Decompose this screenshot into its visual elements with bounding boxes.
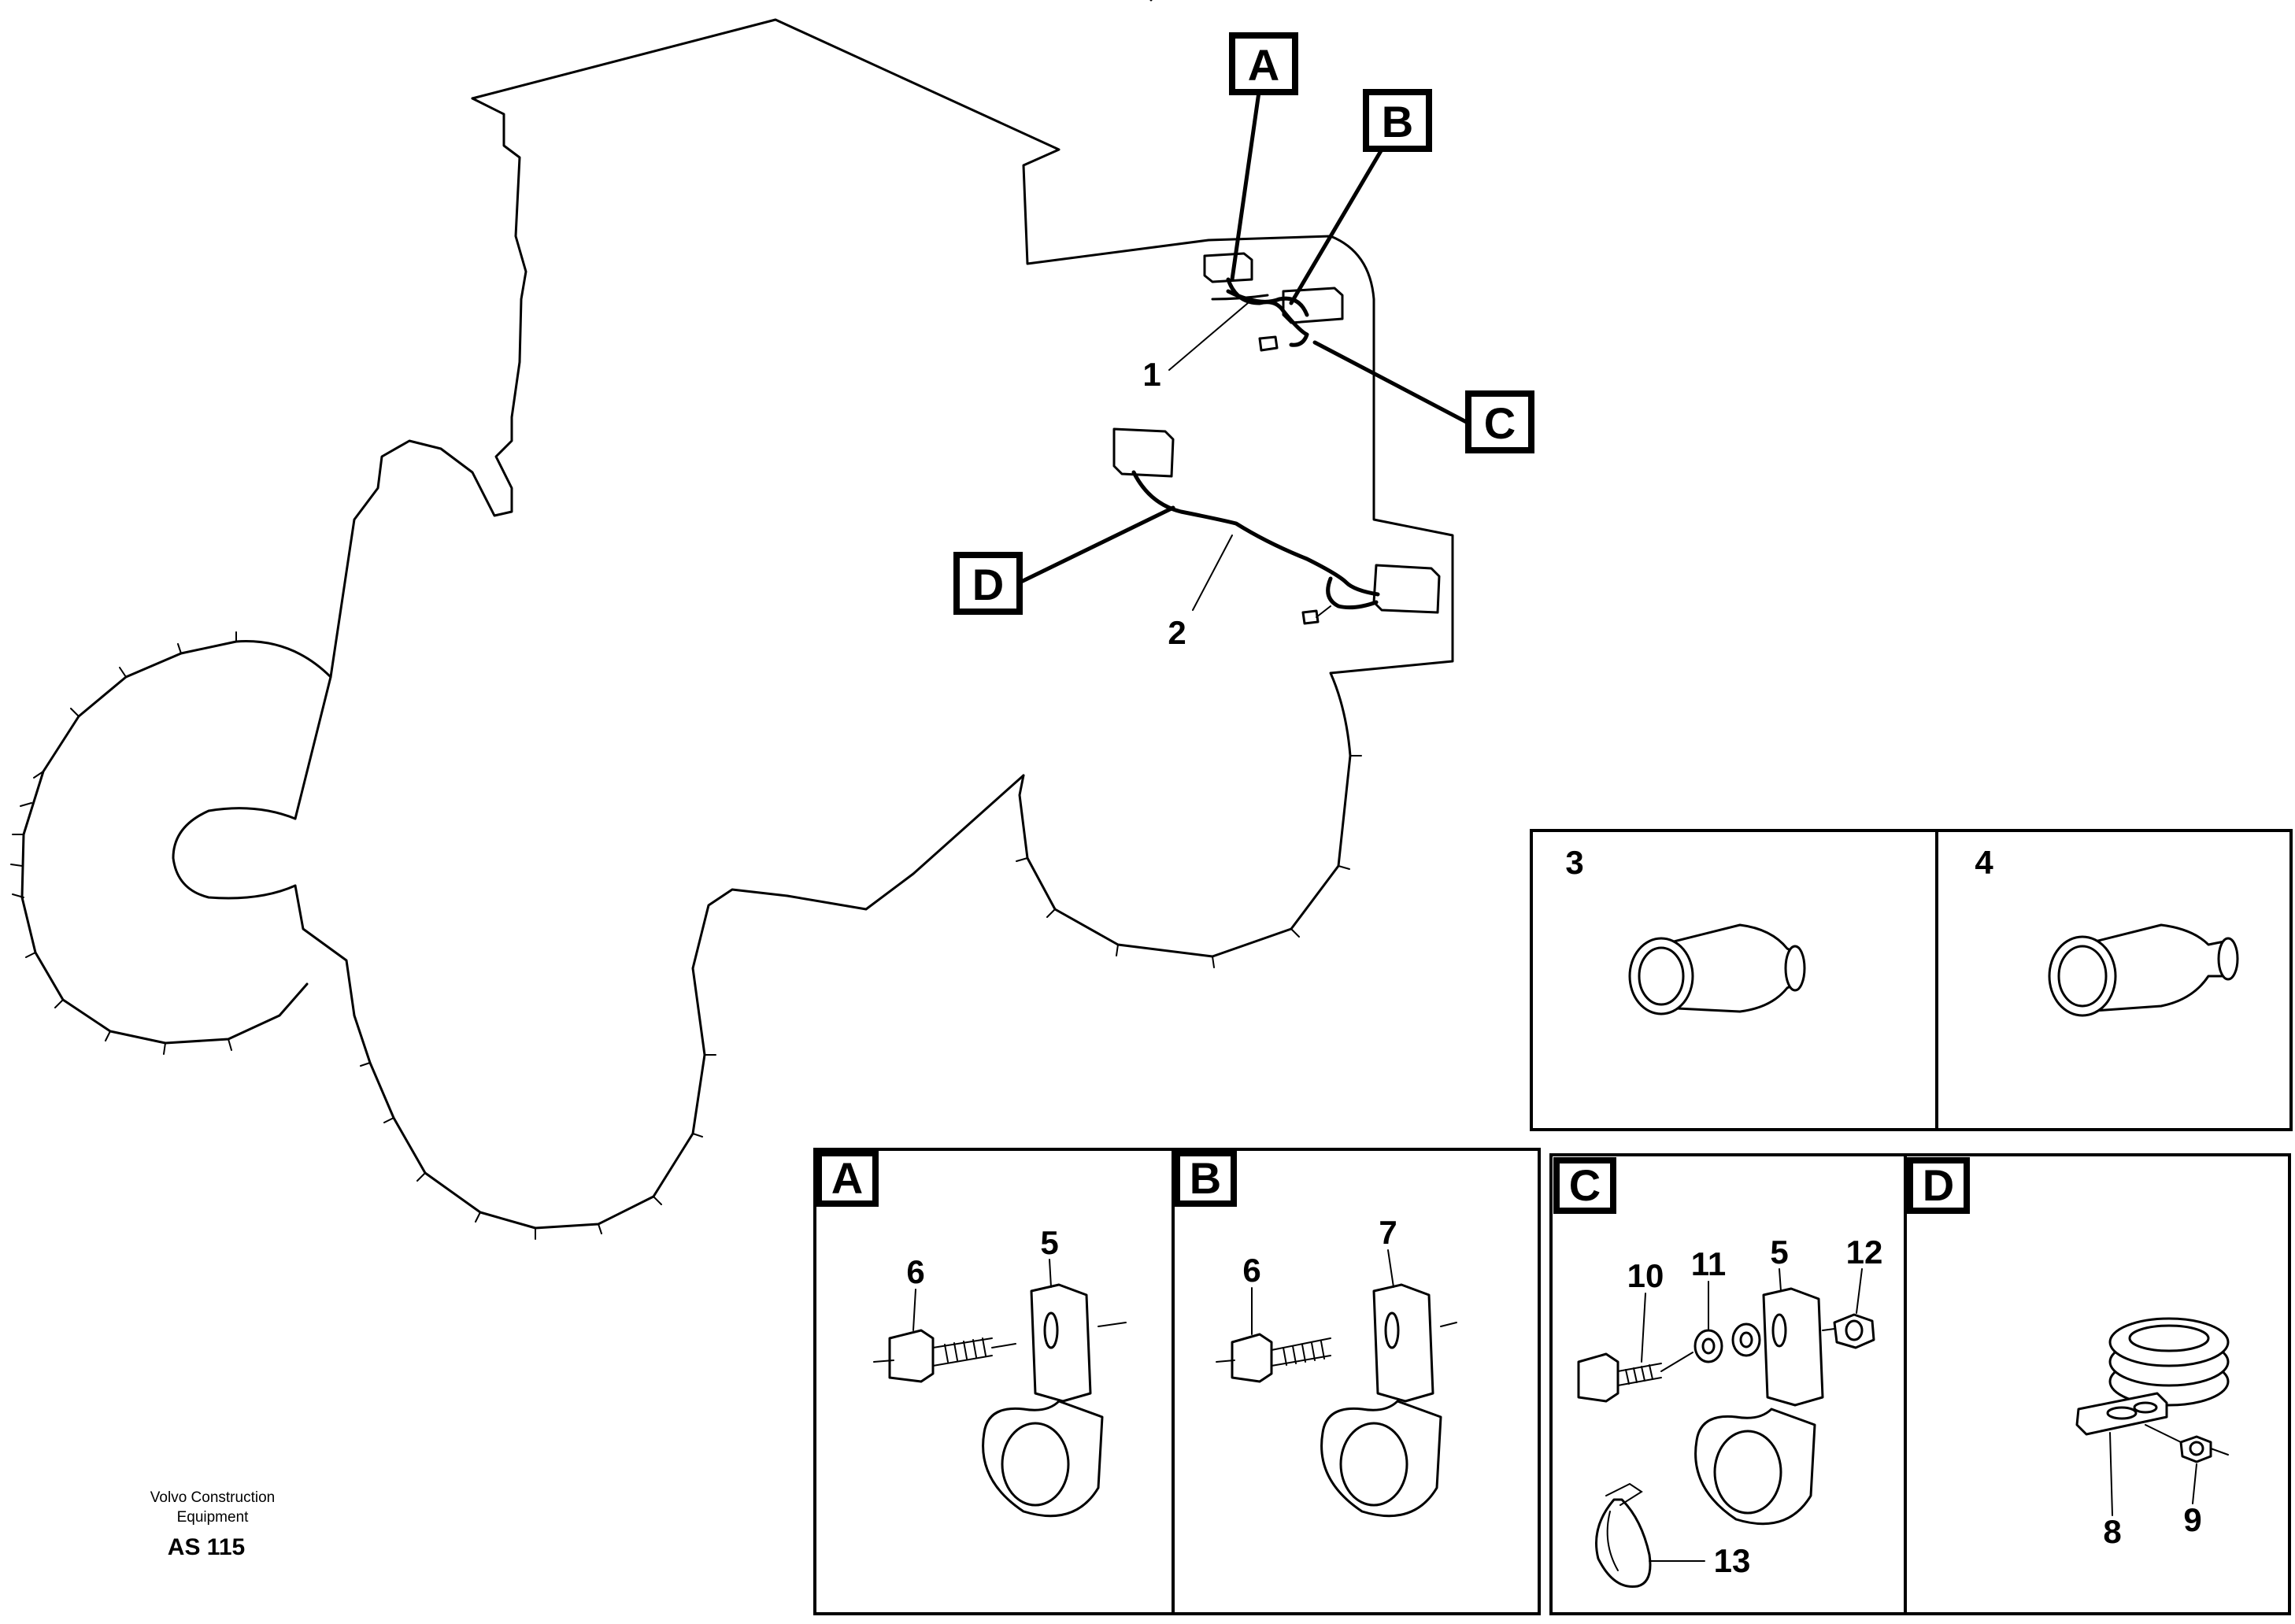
panel-tag-d: D xyxy=(1907,1157,1970,1214)
lower-lamp-right xyxy=(1372,564,1441,614)
item-number-5-c: 5 xyxy=(1770,1234,1788,1271)
company-line-1: Volvo Construction xyxy=(150,1489,275,1506)
item-number-12: 12 xyxy=(1846,1234,1883,1271)
lower-lamp-left xyxy=(1112,427,1175,478)
panel-tag-c: C xyxy=(1553,1157,1616,1214)
item-number-2: 2 xyxy=(1168,614,1186,651)
detail-c-parts xyxy=(1577,1287,1875,1589)
item-number-4: 4 xyxy=(1975,844,1993,881)
cable-strap-13 xyxy=(1595,1498,1652,1589)
upper-lamp-right xyxy=(1282,287,1344,324)
bolt-10-head xyxy=(1577,1352,1619,1403)
wiring-harness-1 xyxy=(1203,252,1344,352)
upper-lamp-left xyxy=(1203,252,1253,283)
callout-leaders xyxy=(1017,84,1475,611)
upper-connector xyxy=(1258,335,1279,352)
panel-3-4: 3 4 xyxy=(1149,0,2293,1131)
item-number-1: 1 xyxy=(1142,356,1160,393)
item-number-5-a: 5 xyxy=(1040,1224,1058,1261)
clamp-7-tab xyxy=(1372,1283,1434,1403)
item-number-13: 13 xyxy=(1714,1542,1751,1579)
item-number-6-a: 6 xyxy=(906,1253,924,1290)
svg-text:D: D xyxy=(972,560,1004,609)
item-number-7: 7 xyxy=(1379,1214,1397,1251)
company-line-2: Equipment xyxy=(177,1509,250,1526)
callout-tag-c: C xyxy=(1465,390,1534,453)
svg-text:A: A xyxy=(1248,40,1279,90)
svg-text:B: B xyxy=(1190,1153,1221,1203)
detail-a-parts xyxy=(873,1283,1127,1518)
svg-text:D: D xyxy=(1923,1160,1954,1210)
callout-tag-a: A xyxy=(1229,32,1298,95)
wiring-harness-2 xyxy=(1112,427,1441,625)
svg-text:B: B xyxy=(1382,97,1413,146)
item-number-9: 9 xyxy=(2183,1501,2201,1538)
machine-outline xyxy=(10,18,1454,1240)
item-number-11: 11 xyxy=(1691,1245,1726,1282)
callout-tag-d: D xyxy=(953,552,1023,615)
bolt-6-head xyxy=(888,1329,935,1383)
detail-b-parts xyxy=(1216,1283,1457,1518)
clamp-5-tab xyxy=(1030,1283,1092,1403)
item-number-6-b: 6 xyxy=(1242,1252,1260,1289)
item-number-10: 10 xyxy=(1627,1257,1664,1294)
svg-text:A: A xyxy=(831,1153,863,1203)
svg-text:C: C xyxy=(1569,1160,1601,1210)
item-number-8: 8 xyxy=(2103,1513,2121,1550)
drawing-code: AS 115 xyxy=(168,1534,245,1560)
svg-text:C: C xyxy=(1484,398,1516,448)
panel-tag-b: B xyxy=(1174,1150,1237,1207)
item-number-3: 3 xyxy=(1565,844,1583,881)
grommet-3 xyxy=(1628,923,1806,1015)
grommet-4 xyxy=(2048,923,2239,1017)
lower-connector xyxy=(1301,609,1320,625)
detail-d-parts xyxy=(2075,1317,2230,1463)
clamp-5-c-tab xyxy=(1762,1287,1824,1407)
callout-tag-b: B xyxy=(1363,89,1432,152)
bolt-6-head-b xyxy=(1231,1333,1273,1383)
panel-tag-a: A xyxy=(816,1150,879,1207)
